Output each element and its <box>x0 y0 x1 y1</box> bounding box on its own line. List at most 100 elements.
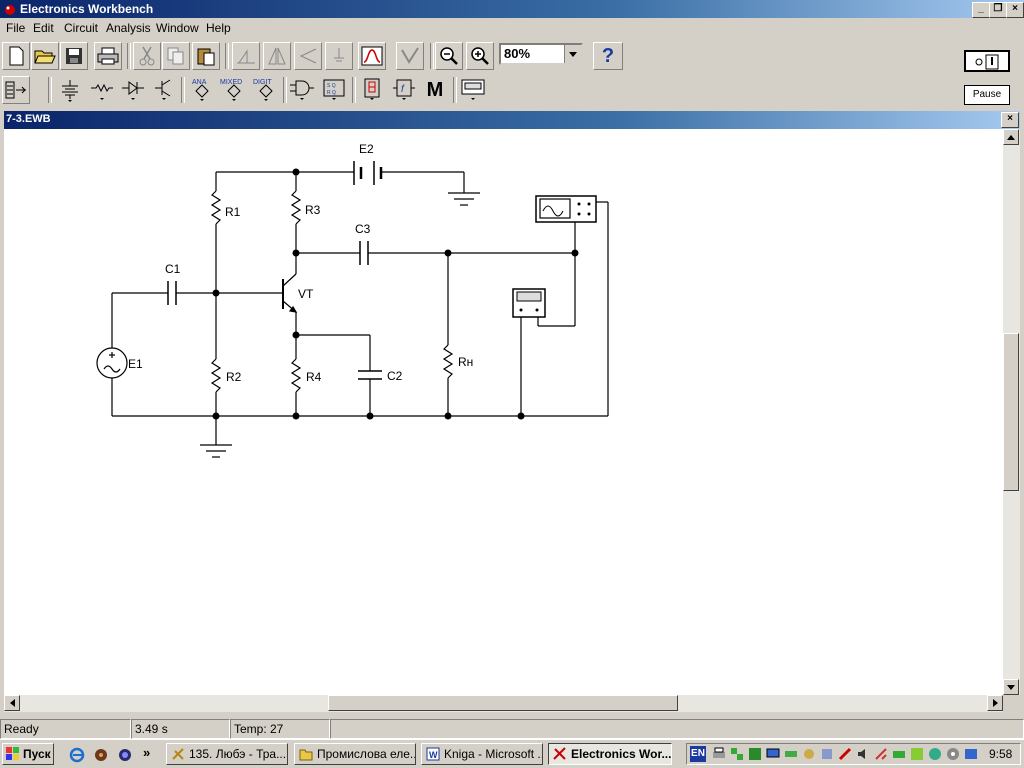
save-button[interactable] <box>60 42 88 70</box>
vertical-scrollbar[interactable] <box>1003 129 1020 695</box>
sources-bin-button[interactable] <box>56 76 84 104</box>
quicklaunch-more[interactable]: » <box>143 745 151 760</box>
menu-window[interactable]: Window <box>156 21 199 35</box>
new-button[interactable] <box>2 42 30 70</box>
window-tray-icon[interactable] <box>964 747 978 761</box>
label-r1: R1 <box>225 205 241 219</box>
task-electronics-workbench[interactable]: Electronics Wor... <box>548 743 672 765</box>
tool-tray-icon[interactable] <box>874 747 888 761</box>
favorites-bin-button[interactable] <box>2 76 30 104</box>
document-close-button[interactable]: × <box>1001 112 1019 128</box>
antivirus-tray-icon[interactable] <box>838 747 852 761</box>
mixed-ics-bin-button[interactable]: MIXED <box>218 76 248 104</box>
transistor-vt[interactable] <box>282 273 298 313</box>
graphs-button[interactable] <box>396 42 424 70</box>
capacitor-c3[interactable] <box>359 241 369 265</box>
language-indicator[interactable]: EN <box>690 746 706 762</box>
cut-button[interactable] <box>133 42 161 70</box>
menu-edit[interactable]: Edit <box>33 21 54 35</box>
instruments-bin-button[interactable] <box>459 76 487 104</box>
clock[interactable]: 9:58 <box>989 747 1013 761</box>
status-state: Ready <box>0 719 131 739</box>
logic-gates-bin-button[interactable] <box>288 76 316 104</box>
horizontal-scroll-thumb[interactable] <box>328 695 678 711</box>
minimize-button[interactable]: _ <box>972 2 990 18</box>
controls-bin-button[interactable]: f <box>390 76 418 104</box>
resistor-rn[interactable] <box>442 344 454 379</box>
circuit-canvas[interactable]: E2 R1 R3 C3 C1 VT E1 R2 R4 C2 Rн <box>4 129 1003 695</box>
rotate-button[interactable] <box>232 42 260 70</box>
window-title: Electronics Workbench <box>20 2 154 16</box>
menu-analysis[interactable]: Analysis <box>106 21 151 35</box>
scroll-down-button[interactable] <box>1003 679 1019 695</box>
horizontal-scrollbar[interactable] <box>4 695 1003 712</box>
scroll-up-button[interactable] <box>1003 129 1019 145</box>
capacitor-c2[interactable] <box>358 370 382 380</box>
oscilloscope[interactable] <box>535 195 597 223</box>
task-lube[interactable]: 135. Любэ - Тра... <box>166 743 288 765</box>
media-player-icon[interactable] <box>93 747 109 763</box>
component-properties-button[interactable] <box>325 42 353 70</box>
resistor-r4[interactable] <box>290 358 302 393</box>
gpu-tray-icon[interactable] <box>784 747 798 761</box>
power-switch[interactable] <box>964 50 1010 72</box>
menu-circuit[interactable]: Circuit <box>64 21 99 35</box>
battery-icon <box>62 80 78 102</box>
close-button[interactable]: × <box>1006 2 1024 18</box>
open-button[interactable] <box>31 42 59 70</box>
chevron-down-icon <box>569 51 577 57</box>
create-subcircuit-button[interactable] <box>358 42 386 70</box>
label-e1: E1 <box>128 357 143 371</box>
indicators-bin-button[interactable] <box>358 76 386 104</box>
diodes-bin-button[interactable] <box>119 76 147 104</box>
task-folder[interactable]: Промислова еле... <box>294 743 416 765</box>
flip-horizontal-button[interactable] <box>263 42 291 70</box>
vertical-scroll-thumb[interactable] <box>1003 333 1019 491</box>
flip-vertical-button[interactable] <box>294 42 322 70</box>
resistor-r2[interactable] <box>210 358 222 393</box>
resistor-r3[interactable] <box>290 190 302 225</box>
disc-tray-icon[interactable] <box>946 747 960 761</box>
usb-tray-icon[interactable] <box>892 747 906 761</box>
digital-ics-bin-button[interactable]: DIGIT <box>250 76 280 104</box>
scroll-left-button[interactable] <box>4 695 20 711</box>
battery-e2[interactable] <box>353 161 383 185</box>
scroll-right-button[interactable] <box>987 695 1003 711</box>
basic-bin-button[interactable] <box>88 76 116 104</box>
pause-button[interactable]: Pause <box>964 85 1010 105</box>
connection-tray-icon[interactable] <box>820 747 834 761</box>
start-button[interactable]: Пуск <box>2 743 54 765</box>
circuit-schematic[interactable]: E2 R1 R3 C3 C1 VT E1 R2 R4 C2 Rн <box>4 129 1003 695</box>
green-tray-icon[interactable] <box>748 747 762 761</box>
transistors-bin-button[interactable] <box>150 76 178 104</box>
volume-tray-icon[interactable] <box>856 747 870 761</box>
paste-button[interactable] <box>192 42 220 70</box>
multimeter[interactable] <box>512 288 546 318</box>
printer-tray-icon[interactable] <box>712 747 726 761</box>
internet-explorer-icon[interactable] <box>69 747 85 763</box>
help-button[interactable]: ? <box>593 42 623 70</box>
resistor-r1[interactable] <box>210 190 222 225</box>
speaker-tray-icon[interactable] <box>802 747 816 761</box>
monitor-tray-icon[interactable] <box>766 747 780 761</box>
app-icon[interactable] <box>3 2 17 16</box>
network-tray-icon[interactable] <box>730 747 744 761</box>
menu-help[interactable]: Help <box>206 21 231 35</box>
menu-file[interactable]: File <box>6 21 26 35</box>
zoom-dropdown-button[interactable] <box>564 45 581 63</box>
restore-button[interactable]: ❐ <box>989 2 1007 18</box>
copy-button[interactable] <box>162 42 190 70</box>
globe-tray-icon[interactable] <box>928 747 942 761</box>
zoom-in-button[interactable] <box>466 42 494 70</box>
puzzle-tray-icon[interactable] <box>910 747 924 761</box>
winamp-icon[interactable] <box>117 747 133 763</box>
zoom-select[interactable]: 80% <box>499 43 583 65</box>
zoom-out-button[interactable] <box>435 42 463 70</box>
analog-ics-bin-button[interactable]: ANA <box>188 76 216 104</box>
miscellaneous-bin-button[interactable]: M <box>421 76 449 104</box>
task-word[interactable]: W Kniga - Microsoft ... <box>421 743 543 765</box>
capacitor-c1[interactable] <box>167 281 177 305</box>
ac-source-e1[interactable] <box>96 347 128 379</box>
print-button[interactable] <box>94 42 122 70</box>
